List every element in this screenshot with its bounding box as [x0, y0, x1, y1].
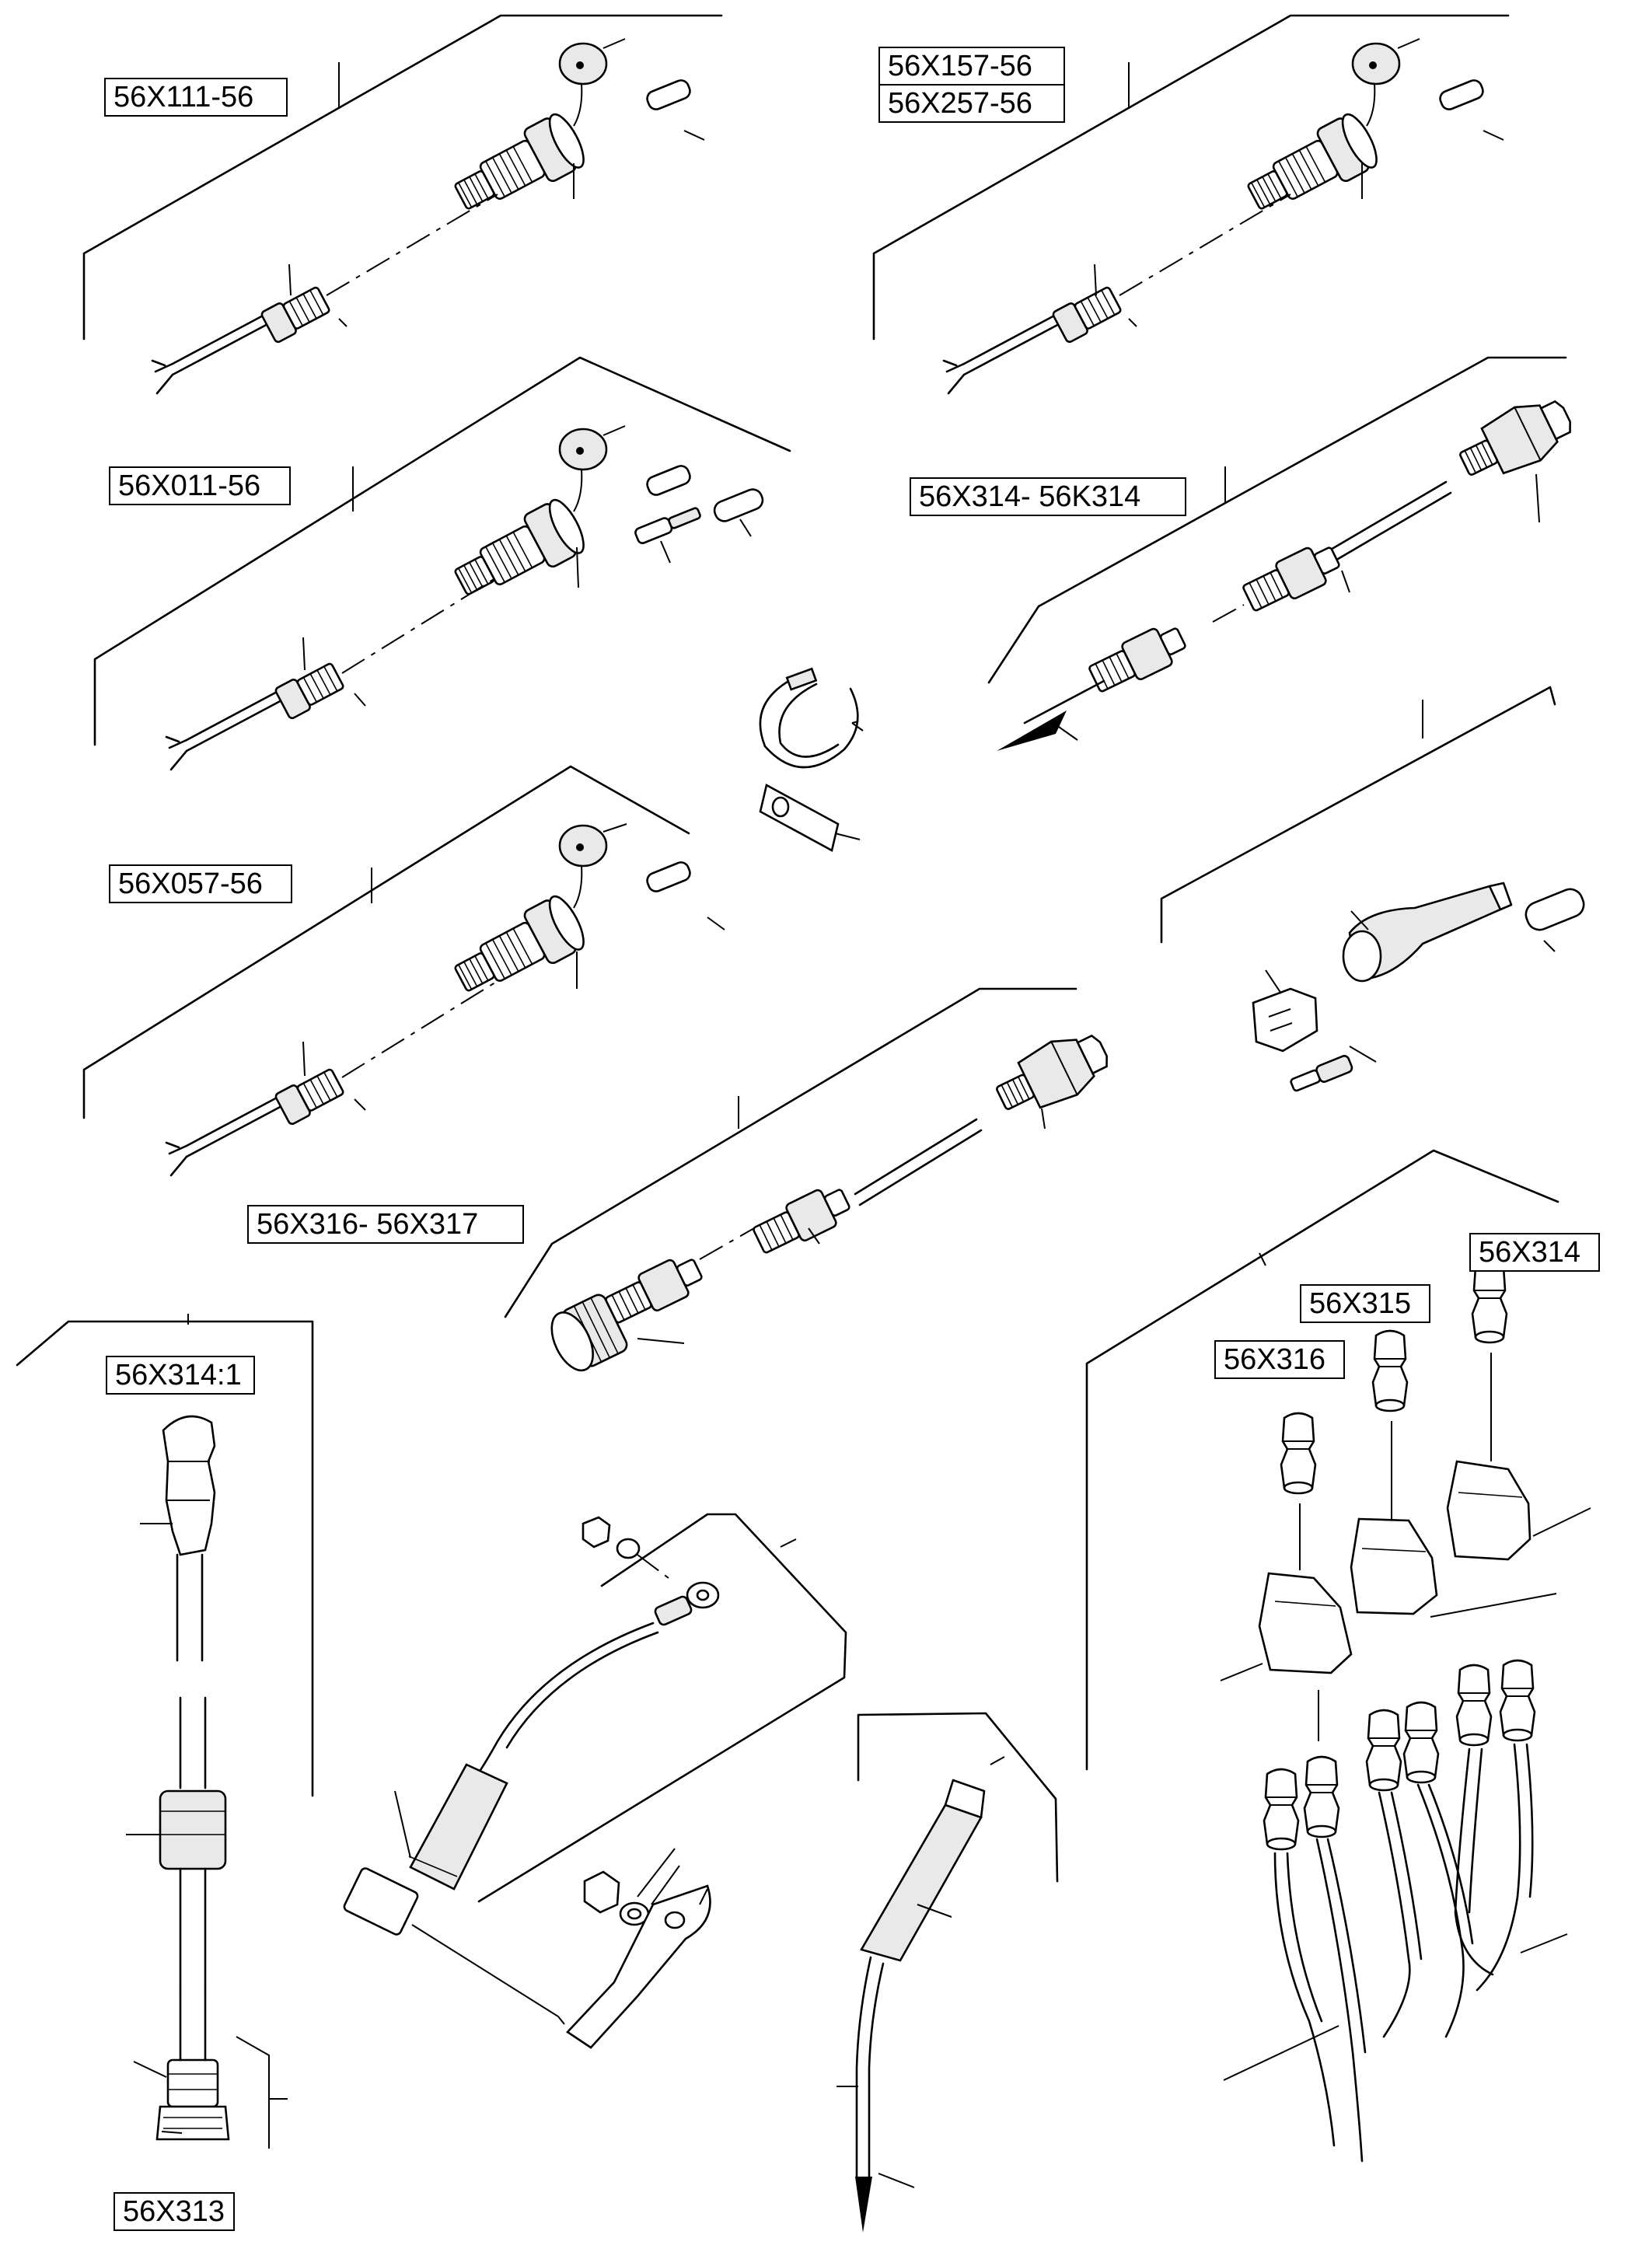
label-56x111-56: 56X111-56 [104, 78, 288, 117]
label-56x314-1: 56X314:1 [106, 1356, 255, 1395]
label-56x157-56-56x257-56: 56X157-56 56X257-56 [878, 47, 1065, 123]
label-56x314-56k314: 56X314- 56K314 [910, 477, 1186, 516]
group-56x316-56x317 [504, 987, 1118, 1372]
group-tapered-boot [1160, 686, 1585, 1092]
group-sub-harness [1085, 1149, 1591, 2163]
group-56x314-1 [16, 1314, 314, 2149]
group-56x011-56 [93, 356, 791, 771]
group-56x157-56 [872, 14, 1510, 395]
group-56x111-56 [82, 14, 723, 395]
label-56x011-56: 56X011-56 [109, 466, 291, 505]
label-56x157-56: 56X157-56 [888, 50, 1032, 82]
label-56x314: 56X314 [1469, 1233, 1600, 1272]
label-56x315: 56X315 [1300, 1284, 1430, 1323]
group-ground-cable [343, 1513, 847, 2049]
group-56x314-56k314 [987, 356, 1581, 751]
group-antenna [836, 1712, 1059, 2233]
cable-tie-and-tag [759, 667, 864, 852]
label-56x313: 56X313 [114, 2192, 235, 2231]
label-56x316-56x317: 56X316- 56X317 [247, 1205, 524, 1244]
label-56x316: 56X316 [1214, 1340, 1345, 1379]
label-56x257-56: 56X257-56 [880, 84, 1063, 121]
group-56x057-56 [82, 765, 725, 1177]
label-56x057-56: 56X057-56 [109, 864, 292, 903]
